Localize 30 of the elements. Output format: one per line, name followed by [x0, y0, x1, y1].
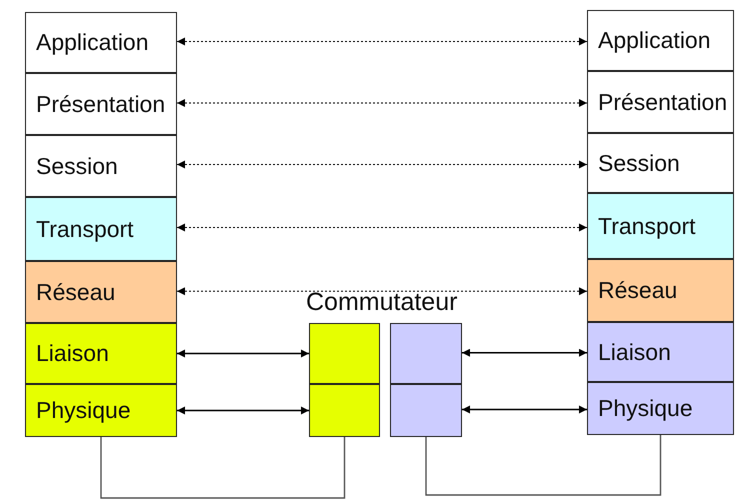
- layer-box: Réseau: [587, 259, 734, 322]
- layer-box: Présentation: [587, 71, 734, 133]
- layer-box: Application: [25, 12, 177, 73]
- switch-label: Commutateur: [306, 288, 458, 317]
- arrow: [177, 38, 587, 46]
- switch-box: [309, 323, 380, 384]
- layer-box: Physique: [587, 382, 734, 435]
- arrow: [462, 348, 587, 357]
- layer-box: Transport: [587, 193, 734, 259]
- layer-box: Application: [587, 10, 734, 71]
- switch-box: [390, 384, 462, 437]
- layer-box: Liaison: [25, 323, 177, 384]
- switch-box: [309, 384, 380, 437]
- connection-line: [100, 437, 346, 499]
- switch-box: [390, 323, 462, 384]
- layer-box: Session: [587, 133, 734, 193]
- arrow: [177, 224, 587, 232]
- arrow: [177, 287, 587, 296]
- layer-box: Réseau: [25, 261, 177, 323]
- layer-box: Transport: [25, 197, 177, 261]
- arrow: [177, 160, 587, 168]
- arrow: [177, 350, 309, 358]
- arrow: [177, 406, 309, 414]
- layer-box: Physique: [25, 384, 177, 437]
- layer-box: Présentation: [25, 73, 177, 135]
- layer-box: Session: [25, 135, 177, 197]
- layer-box: Liaison: [587, 322, 734, 382]
- arrow: [462, 406, 587, 414]
- arrow: [177, 99, 587, 107]
- connection-line: [425, 435, 662, 496]
